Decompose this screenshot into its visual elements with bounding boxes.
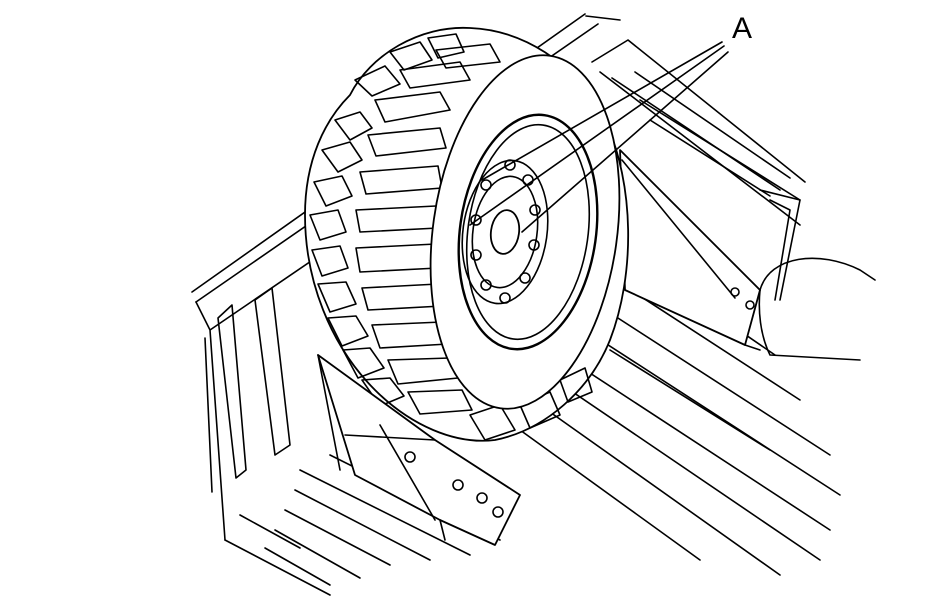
lug-nut-icon bbox=[499, 292, 511, 304]
lug-nut-icon bbox=[480, 179, 492, 191]
right-mount-bracket bbox=[619, 149, 761, 351]
callout-a: A bbox=[469, 12, 752, 233]
left-mount-bracket bbox=[317, 354, 521, 546]
spare-tire bbox=[304, 26, 630, 442]
leader-line bbox=[481, 41, 723, 181]
bolt-icon bbox=[745, 300, 755, 310]
lug-nut-icon bbox=[519, 272, 531, 284]
lug-nut-icon bbox=[529, 204, 541, 216]
wheel-rim bbox=[457, 113, 599, 351]
bolt-icon bbox=[492, 506, 504, 518]
lug-nut-icon bbox=[480, 279, 492, 291]
bolt-icon bbox=[476, 492, 488, 504]
lug-nut-icon bbox=[528, 239, 540, 251]
leader-line bbox=[521, 51, 729, 233]
bolt-icon bbox=[404, 451, 416, 463]
bolt-icon bbox=[452, 479, 464, 491]
leader-line bbox=[469, 45, 725, 226]
tire-sidewall bbox=[429, 54, 621, 410]
hub-center-bore bbox=[489, 209, 521, 255]
bolt-icon bbox=[730, 287, 740, 297]
lug-nut-icon bbox=[470, 249, 482, 261]
lug-nut-icon bbox=[504, 159, 516, 171]
callout-label-a: A bbox=[732, 12, 752, 45]
lug-nut-icon bbox=[470, 214, 482, 226]
